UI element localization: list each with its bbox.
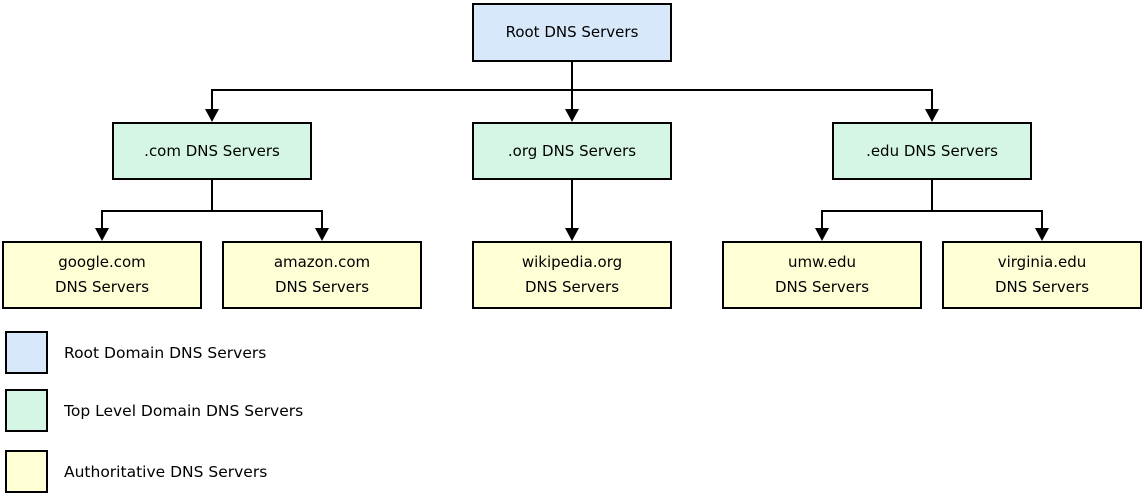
- node-label: wikipedia.org DNS Servers: [521, 253, 623, 296]
- node-label: umw.edu DNS Servers: [774, 253, 870, 296]
- legend-swatch-top-level-domain: [5, 389, 48, 432]
- legend-label-root-domain: Root Domain DNS Servers: [64, 343, 267, 362]
- node-wikipedia-org-dns-servers: wikipedia.org DNS Servers: [472, 241, 672, 309]
- node-label: .com DNS Servers: [144, 141, 280, 160]
- legend-swatch-root-domain: [5, 331, 48, 374]
- node-google-com-dns-servers: google.com DNS Servers: [2, 241, 202, 309]
- node-com-dns-servers: .com DNS Servers: [112, 122, 312, 180]
- node-amazon-com-dns-servers: amazon.com DNS Servers: [222, 241, 422, 309]
- node-label: amazon.com DNS Servers: [273, 253, 371, 296]
- node-label: .org DNS Servers: [507, 141, 637, 160]
- legend-item-root-domain: Root Domain DNS Servers: [5, 331, 266, 374]
- node-label: google.com DNS Servers: [54, 253, 150, 296]
- legend-item-authoritative: Authoritative DNS Servers: [5, 450, 267, 493]
- legend-swatch-authoritative: [5, 450, 48, 493]
- node-edu-dns-servers: .edu DNS Servers: [832, 122, 1032, 180]
- legend-label-top-level-domain: Top Level Domain DNS Servers: [64, 401, 304, 420]
- node-umw-edu-dns-servers: umw.edu DNS Servers: [722, 241, 922, 309]
- node-label: .edu DNS Servers: [866, 141, 998, 160]
- legend-label-authoritative: Authoritative DNS Servers: [64, 462, 268, 481]
- node-org-dns-servers: .org DNS Servers: [472, 122, 672, 180]
- node-label: virginia.edu DNS Servers: [994, 253, 1090, 296]
- node-root-dns-servers: Root DNS Servers: [472, 3, 672, 62]
- legend-item-top-level-domain: Top Level Domain DNS Servers: [5, 389, 303, 432]
- node-label: Root DNS Servers: [505, 23, 639, 41]
- node-virginia-edu-dns-servers: virginia.edu DNS Servers: [942, 241, 1142, 309]
